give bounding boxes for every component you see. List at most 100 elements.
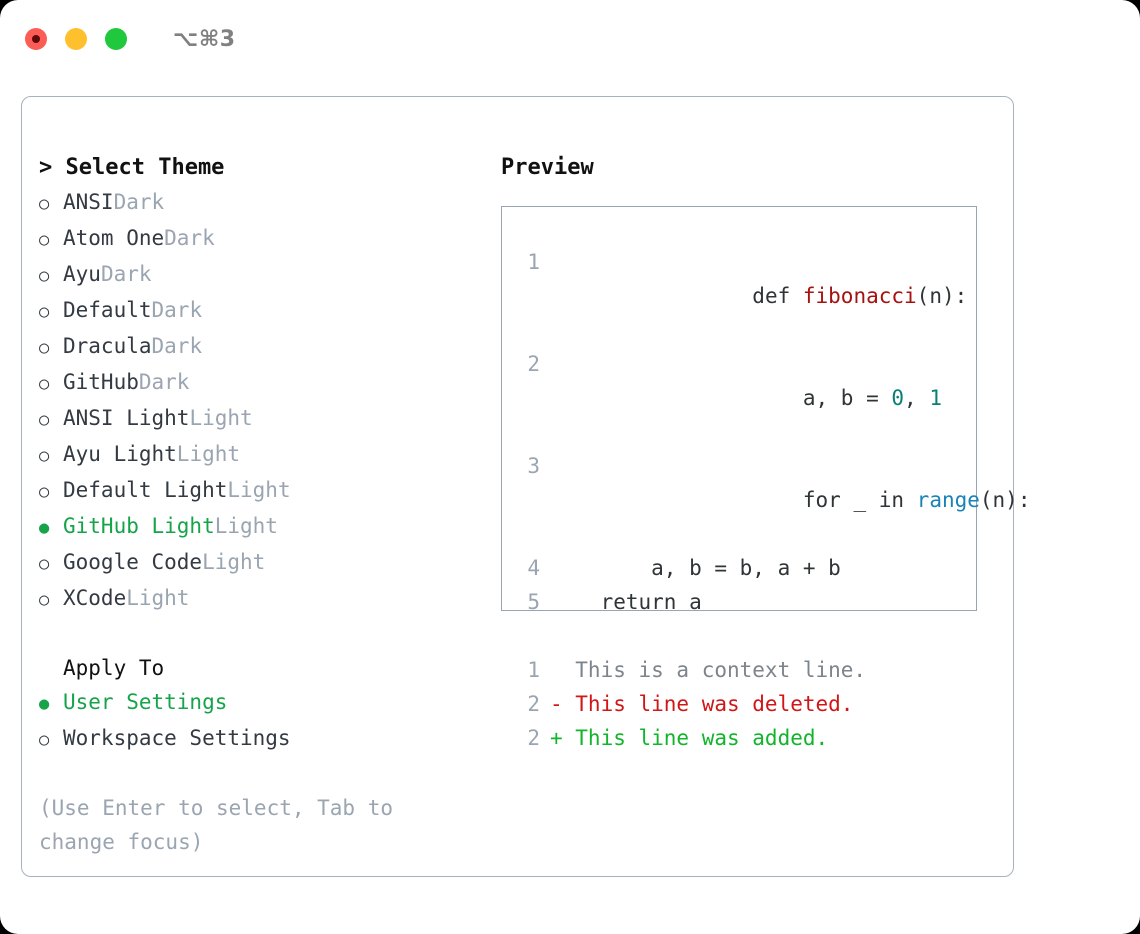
theme-name: GitHub Light: [63, 514, 215, 538]
radio-unselected-icon: ○: [39, 590, 50, 610]
theme-variant: Dark: [138, 370, 190, 394]
radio-selected-icon: ●: [39, 694, 50, 714]
code-token: a, b =: [752, 386, 892, 410]
radio-unselected-icon: ○: [39, 482, 50, 502]
code-token: for _ in: [752, 488, 917, 512]
code-line: 3 for _ in range(n):: [502, 449, 1030, 551]
theme-variant: Light: [214, 514, 278, 538]
theme-name: Default: [63, 298, 152, 322]
code-token: (n):: [916, 284, 968, 308]
theme-variant: Light: [126, 586, 190, 610]
preview-separator: [502, 619, 976, 653]
theme-name: ANSI: [63, 190, 114, 214]
code-content: a, b = 0, 1: [550, 347, 942, 449]
theme-list-item-ansi-dark[interactable]: ○ ANSI Dark: [39, 185, 499, 221]
close-button-icon[interactable]: [25, 28, 47, 50]
code-token: (n):: [979, 488, 1031, 512]
line-number: 2: [527, 692, 540, 716]
theme-list-item-ansi-light[interactable]: ○ ANSI Light Light: [39, 401, 499, 437]
theme-variant: Dark: [100, 262, 152, 286]
theme-variant: Light: [227, 478, 291, 502]
theme-variant: Light: [176, 442, 241, 466]
theme-list-item-github-dark[interactable]: ○ GitHub Dark: [39, 365, 499, 401]
keyboard-hint-text: (Use Enter to select, Tab to change focu…: [39, 796, 394, 854]
code-token: ,: [904, 386, 930, 410]
radio-unselected-icon: ○: [39, 338, 50, 358]
panel-columns: > Select Theme ○ ANSI Dark ○ Atom One Da…: [22, 97, 1030, 876]
line-number: 3: [527, 454, 540, 478]
diff-line-deleted: 2 - This line was deleted.: [502, 687, 976, 721]
theme-list-item-default-light[interactable]: ○ Default Light Light: [39, 473, 499, 509]
apply-to-label: User Settings: [63, 690, 228, 714]
diff-content: - This line was deleted.: [550, 692, 854, 716]
theme-list-item-dracula-dark[interactable]: ○ Dracula Dark: [39, 329, 499, 365]
diff-line-context: 1 This is a context line.: [502, 653, 976, 687]
theme-name: XCode: [63, 586, 127, 610]
line-number: 5: [527, 590, 540, 614]
theme-name: Ayu Light: [63, 442, 177, 466]
radio-unselected-icon: ○: [39, 730, 50, 750]
radio-unselected-icon: ○: [39, 446, 50, 466]
preview-column: Preview 1 def fibonacci(n): 2: [501, 151, 1030, 750]
list-spacer: [39, 617, 499, 651]
diff-line-added: 2 + This line was added.: [502, 721, 976, 755]
line-number: 2: [527, 352, 540, 376]
theme-list: ○ ANSI Dark ○ Atom One Dark ○ Ayu Dark: [39, 185, 499, 617]
traffic-lights: [25, 28, 127, 50]
theme-name: Dracula: [63, 334, 152, 358]
theme-list-item-default-dark[interactable]: ○ Default Dark: [39, 293, 499, 329]
radio-unselected-icon: ○: [39, 554, 50, 574]
select-theme-header: > Select Theme: [39, 155, 225, 180]
minimize-button-icon[interactable]: [65, 28, 87, 50]
theme-list-item-ayu-dark[interactable]: ○ Ayu Dark: [39, 257, 499, 293]
theme-list-item-xcode[interactable]: ○ XCode Light: [39, 581, 499, 617]
theme-name: Default Light: [63, 478, 228, 502]
apply-to-item-workspace-settings[interactable]: ○ Workspace Settings: [39, 721, 499, 757]
title-bar: ⌥⌘3: [0, 0, 1140, 78]
radio-unselected-icon: ○: [39, 194, 50, 214]
line-number: 4: [527, 556, 540, 580]
code-token-number: 0: [891, 386, 905, 410]
keyboard-shortcut-label: ⌥⌘3: [173, 26, 236, 52]
code-line: 4 a, b = b, a + b: [502, 551, 976, 585]
code-token: def: [752, 284, 803, 308]
code-token-call: range: [916, 488, 980, 512]
code-content: for _ in range(n):: [550, 449, 1031, 551]
code-line: 1 def fibonacci(n):: [502, 245, 976, 347]
theme-list-item-google-code[interactable]: ○ Google Code Light: [39, 545, 499, 581]
radio-unselected-icon: ○: [39, 266, 50, 286]
theme-variant: Dark: [113, 190, 165, 214]
theme-name: Google Code: [63, 550, 203, 574]
radio-unselected-icon: ○: [39, 410, 50, 430]
theme-list-item-atom-one-dark[interactable]: ○ Atom One Dark: [39, 221, 499, 257]
code-content: def fibonacci(n):: [550, 245, 967, 347]
preview-title: Preview: [501, 155, 594, 180]
theme-variant: Dark: [151, 334, 203, 358]
theme-list-item-ayu-light[interactable]: ○ Ayu Light Light: [39, 437, 499, 473]
apply-to-header: Apply To: [63, 656, 165, 680]
apply-to-label: Workspace Settings: [63, 726, 291, 750]
code-content: return a: [550, 590, 702, 614]
theme-selection-column: > Select Theme ○ ANSI Dark ○ Atom One Da…: [39, 151, 499, 859]
theme-variant: Dark: [164, 226, 215, 250]
radio-unselected-icon: ○: [39, 230, 50, 250]
code-line: 5 return a: [502, 585, 976, 619]
radio-unselected-icon: ○: [39, 374, 50, 394]
line-number: 1: [527, 658, 540, 682]
maximize-button-icon[interactable]: [105, 28, 127, 50]
theme-name: GitHub: [63, 370, 139, 394]
theme-name: Ayu: [63, 262, 101, 286]
radio-unselected-icon: ○: [39, 302, 50, 322]
diff-content: + This line was added.: [550, 726, 829, 750]
theme-variant: Dark: [151, 298, 203, 322]
preview-box: 1 def fibonacci(n): 2 a, b = 0, 1: [501, 206, 1030, 750]
apply-to-list: ● User Settings ○ Workspace Settings: [39, 685, 499, 757]
theme-list-item-github-light[interactable]: ● GitHub Light Light: [39, 509, 499, 545]
apply-to-item-user-settings[interactable]: ● User Settings: [39, 685, 499, 721]
code-content: a, b = b, a + b: [550, 556, 841, 580]
theme-variant: Light: [189, 406, 253, 430]
radio-selected-icon: ●: [39, 518, 50, 538]
theme-name: Atom One: [63, 226, 165, 250]
main-panel: > Select Theme ○ ANSI Dark ○ Atom One Da…: [21, 96, 1030, 877]
